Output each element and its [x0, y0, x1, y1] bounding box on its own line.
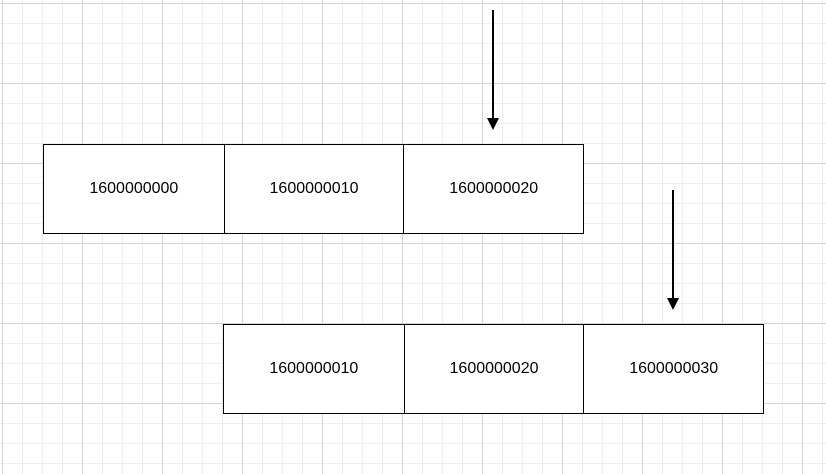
- down-arrow-2: [667, 190, 679, 310]
- timestamp-cell[interactable]: 1600000010: [223, 145, 404, 233]
- timestamp-cell[interactable]: 1600000000: [44, 145, 224, 233]
- timestamp-cell[interactable]: 1600000020: [403, 325, 584, 413]
- arrow-head: [487, 118, 499, 130]
- arrow-head: [667, 298, 679, 310]
- timestamp-cell[interactable]: 1600000030: [583, 325, 764, 413]
- timestamp-row-2[interactable]: 1600000010 1600000020 1600000030: [223, 324, 764, 414]
- down-arrow-1: [487, 10, 499, 130]
- timestamp-row-1[interactable]: 1600000000 1600000010 1600000020: [43, 144, 584, 234]
- timestamp-cell[interactable]: 1600000010: [224, 325, 404, 413]
- timestamp-cell[interactable]: 1600000020: [403, 145, 584, 233]
